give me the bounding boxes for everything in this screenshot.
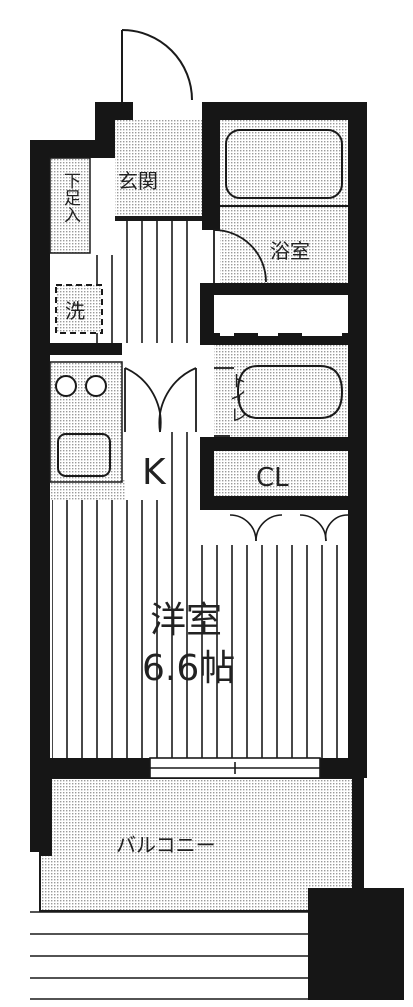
washer-space: [55, 284, 103, 334]
bathtub: [225, 129, 343, 199]
balcony: [30, 777, 404, 1000]
shoe-box-label: 下足入: [60, 172, 81, 223]
entrance-area: [115, 120, 202, 221]
closet: [214, 451, 348, 496]
entrance-label: 玄関: [118, 169, 158, 193]
bath-door: [213, 229, 267, 283]
closet-label: CL: [256, 463, 289, 493]
stairs: [30, 911, 308, 1000]
kitchen-floor: [160, 432, 200, 500]
bath-label: 浴室: [270, 239, 310, 263]
kitchen-doors: [124, 367, 197, 433]
toilet-door: [214, 367, 234, 437]
interior-walls: [50, 102, 348, 510]
kitchen-counter: [49, 361, 123, 483]
washer-label: 洗: [65, 299, 85, 323]
closet-doors: [229, 514, 349, 542]
vents: [220, 316, 342, 336]
western-room-label: 洋室: [150, 600, 222, 641]
entry-door: [121, 29, 193, 102]
balcony-window: [149, 757, 321, 779]
toilet-room: [214, 345, 348, 437]
main-room-floor-right: [200, 545, 348, 758]
hallway-floor: [122, 221, 200, 343]
western-room-size: 6.6帖: [142, 648, 235, 689]
bathroom: [220, 120, 348, 283]
balcony-label: バルコニー: [116, 833, 216, 857]
balcony-column: [308, 888, 404, 1000]
stove-burner-icon: [55, 375, 77, 397]
stove-burner-icon: [85, 375, 107, 397]
sink-icon: [57, 433, 111, 477]
shoe-box: [49, 157, 91, 254]
kitchen-label: K: [142, 452, 167, 493]
toilet-label: トイレ: [226, 372, 246, 423]
toilet-bowl: [236, 365, 344, 419]
main-room-floor-left: [52, 500, 200, 758]
